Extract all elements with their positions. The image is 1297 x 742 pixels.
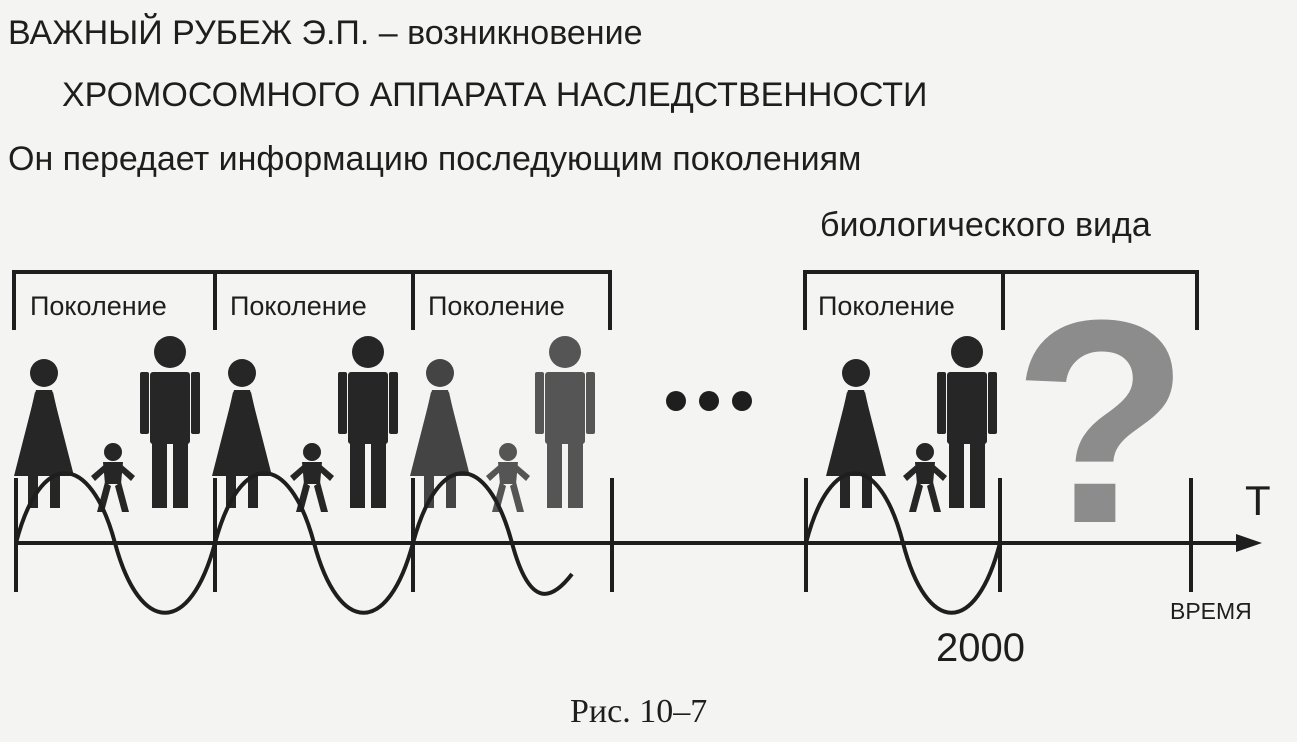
axis-ticks (14, 478, 1193, 592)
generation-brackets (12, 270, 1199, 330)
heredity-waves (14, 471, 1002, 615)
generation-label-3: Поколение (428, 291, 565, 321)
man-icon (535, 336, 595, 508)
family-4 (826, 336, 997, 512)
generation-label-2: Поколение (230, 291, 367, 321)
year-marker: 2000 (936, 626, 1025, 670)
man-icon (338, 336, 398, 508)
child-icon (486, 443, 530, 512)
man-icon (937, 336, 997, 508)
generation-label-1: Поколение (30, 291, 167, 321)
child-icon (903, 443, 947, 512)
subtitle-line-2: биологического вида (820, 206, 1151, 244)
generation-label-4: Поколение (818, 291, 955, 321)
title-line-2: ХРОМОСОМНОГО АППАРАТА НАСЛЕДСТВЕННОСТИ (62, 76, 928, 114)
ellipsis-dots (666, 391, 752, 411)
axis-label: T (1245, 477, 1271, 524)
man-icon (140, 336, 200, 508)
axis-caption: ВРЕМЯ (1170, 598, 1252, 624)
title-line-1: ВАЖНЫЙ РУБЕЖ Э.П. – возникновение (8, 14, 643, 52)
question-mark-icon: ? (1012, 260, 1189, 584)
time-axis (14, 534, 1262, 552)
figure-caption: Рис. 10–7 (570, 693, 708, 730)
arrow-head-icon (1236, 534, 1262, 552)
subtitle-line-1: Он передает информацию последующим покол… (8, 140, 862, 178)
